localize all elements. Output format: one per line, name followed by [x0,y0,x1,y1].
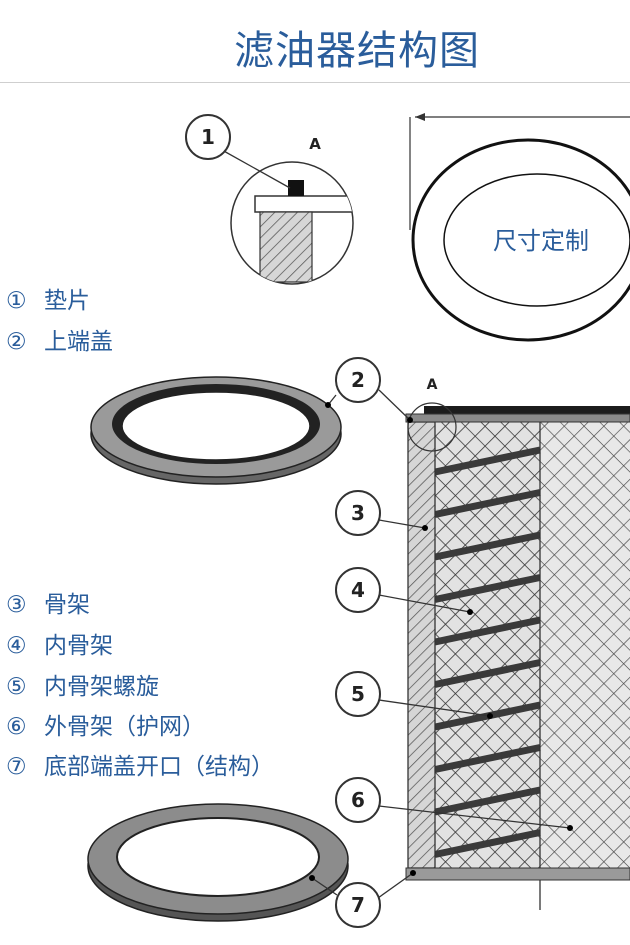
spiral-bar [434,829,541,858]
svg-text:3: 3 [351,501,365,525]
callout-badge-1: 1 [185,114,231,160]
detail-label: A [309,135,321,153]
inner-spiral [434,446,541,858]
callout-badge-4: 4 [335,567,381,613]
spiral-bar [434,616,541,646]
title-divider [0,82,630,83]
custom-size-view: 尺寸定制 [409,113,630,342]
spiral-bar [434,574,541,603]
svg-text:7: 7 [351,893,365,917]
detail-label-2: A [427,377,438,393]
filter-cross-section: A [405,377,630,910]
callout-badge-2: 2 [335,357,381,403]
top-end-cap-ring [90,376,342,485]
page-title: 滤油器结构图 [234,28,480,74]
callout-badge-3: 3 [335,490,381,536]
callout-badge-7: 7 [335,882,381,928]
callout-badge-6: 6 [335,777,381,823]
spiral-bar [434,531,541,561]
svg-text:1: 1 [201,125,215,149]
svg-text:5: 5 [351,682,365,706]
svg-text:6: 6 [351,788,365,812]
spiral-bar [434,744,541,773]
spiral-bar [434,659,541,688]
spiral-bar [434,489,541,518]
detail-view-a: A [230,135,354,285]
leader-lines [309,389,573,899]
bottom-end-cap-ring [87,803,349,922]
svg-text:4: 4 [351,578,365,602]
custom-size-label: 尺寸定制 [493,227,589,255]
callout-badge-5: 5 [335,671,381,717]
svg-text:2: 2 [351,368,365,392]
spiral-bar [434,446,541,476]
spiral-bar [434,786,541,816]
